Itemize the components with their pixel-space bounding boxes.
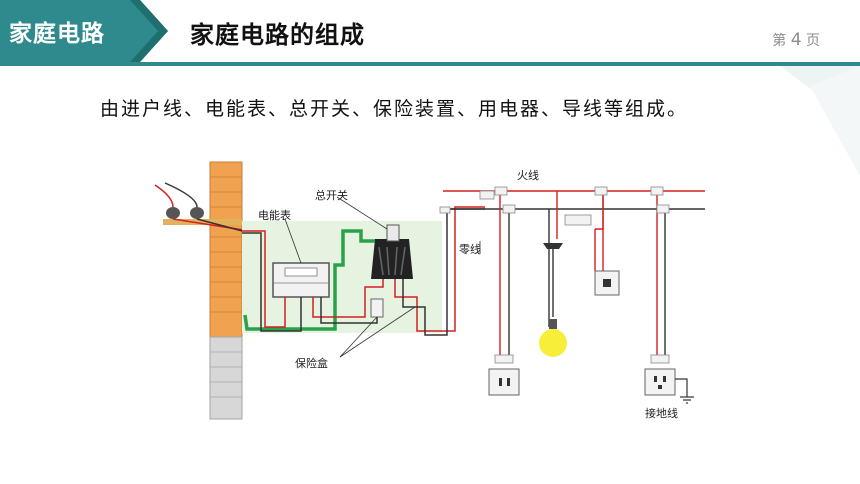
label-ground: 接地线 (645, 407, 678, 420)
label-meter: 电能表 (258, 209, 291, 222)
page-num: 4 (790, 30, 802, 50)
circuit-diagram: 火线 零线 电能表 总开关 保险盒 接地线 (125, 147, 737, 425)
page-suffix: 页 (806, 33, 820, 49)
label-main-switch: 总开关 (315, 189, 348, 202)
background-decoration (780, 66, 860, 176)
label-zero: 零线 (459, 243, 481, 256)
label-fuse: 保险盒 (295, 357, 328, 370)
section-label: 家庭电路 (9, 21, 105, 47)
subtitle: 由进户线、电能表、总开关、保险装置、用电器、导线等组成。 (100, 98, 689, 120)
header-rule (0, 62, 860, 66)
section-tab: 家庭电路 (0, 0, 168, 62)
page-prefix: 第 (772, 33, 787, 49)
page-number: 第 4 页 (772, 30, 820, 50)
label-fire: 火线 (517, 169, 539, 182)
page-title: 家庭电路的组成 (190, 21, 365, 49)
